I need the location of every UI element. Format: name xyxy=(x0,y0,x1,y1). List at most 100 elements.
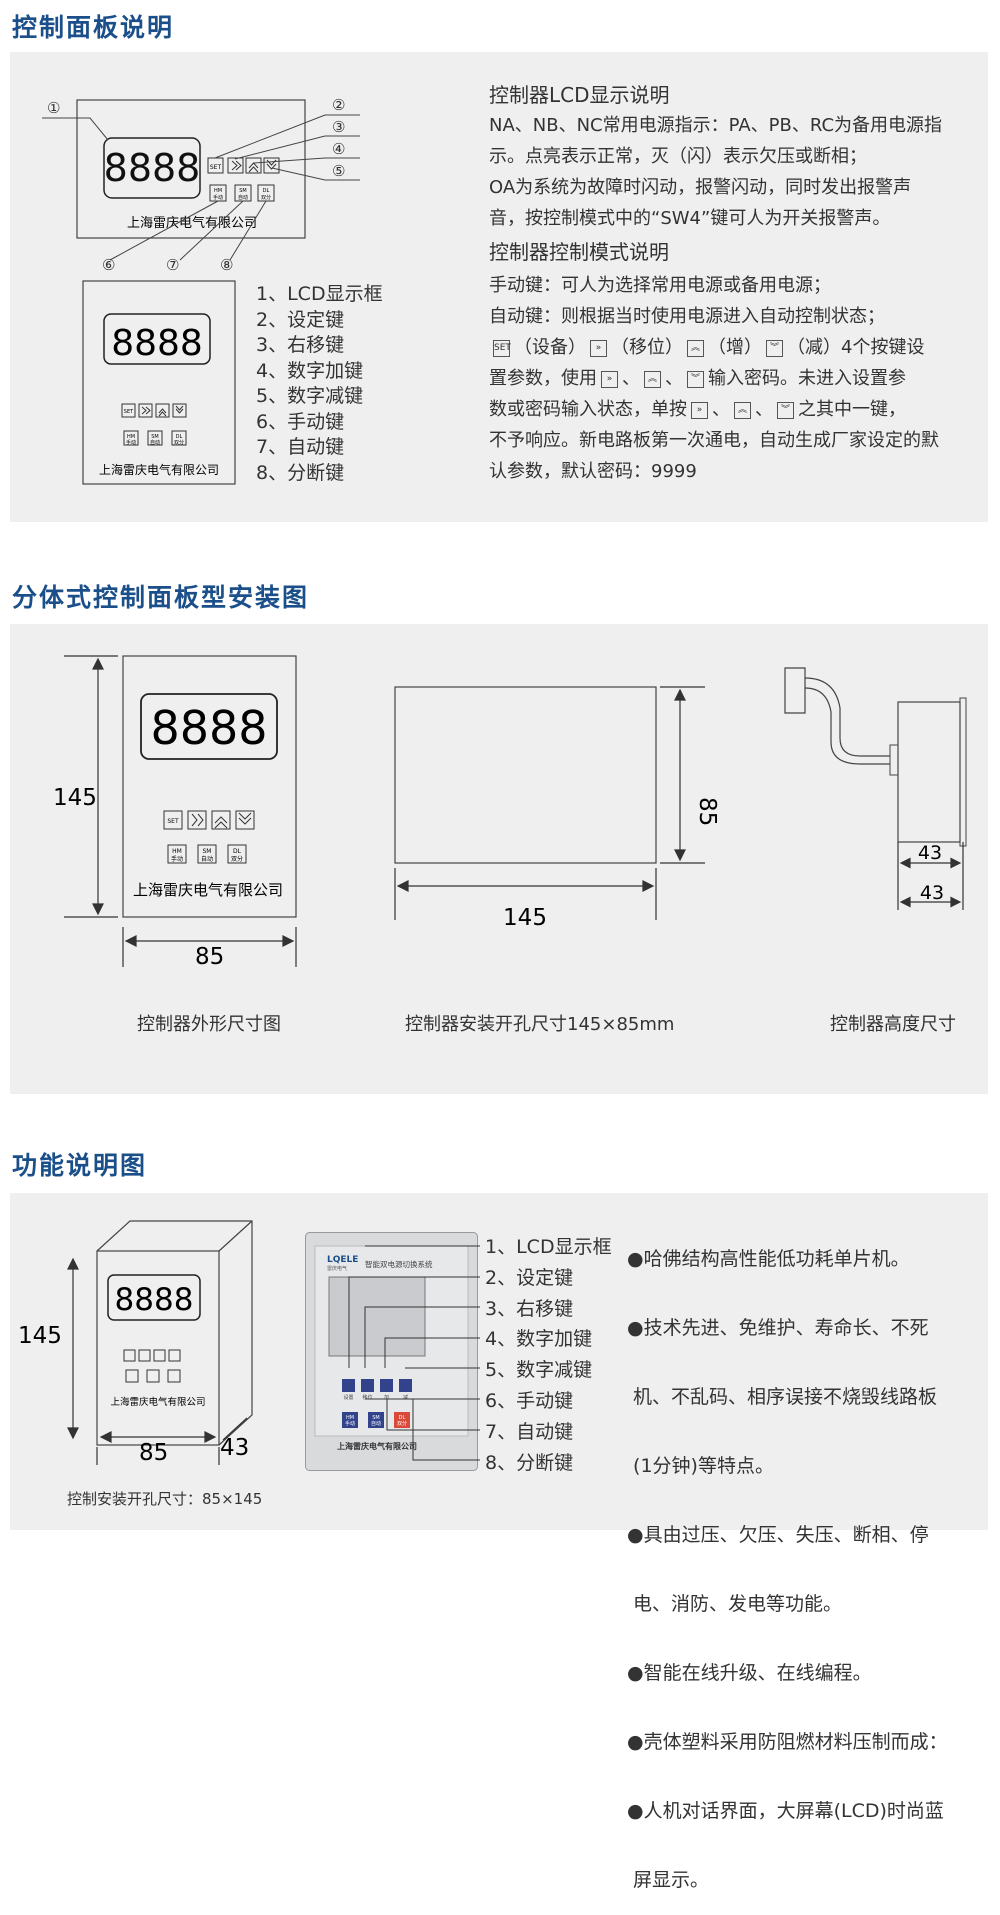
callout-7: ⑦ xyxy=(166,256,179,274)
panel-description-box xyxy=(10,52,988,522)
legend-item: 2、设定键 xyxy=(485,1266,574,1289)
caption-outline: 控制器外形尺寸图 xyxy=(137,1014,281,1035)
mode-text: 、 xyxy=(755,399,773,420)
box-3d-drawing: 8888 上海雷庆电气有限公司 145 85 43 xyxy=(18,1220,253,1465)
front-dl-label: DL xyxy=(176,434,183,440)
down-key-icon: ︾ xyxy=(766,339,783,357)
right-key-icon: » xyxy=(691,401,708,419)
box-front xyxy=(96,1250,220,1446)
mode-text: 输入密码。未进入设置参 xyxy=(708,368,906,389)
hm-key-label: HM xyxy=(214,188,222,194)
photo-hm-key xyxy=(342,1412,358,1428)
front-set-label: SET xyxy=(124,409,134,415)
callout-1: ① xyxy=(47,99,60,117)
legend-item: 5、数字减键 xyxy=(485,1359,593,1382)
cutout-rect xyxy=(394,686,657,864)
sm-key-sublabel: 自动 xyxy=(238,194,248,201)
mode-line: 手动键：可人为选择常用电源或备用电源； xyxy=(489,275,831,296)
section-title-function: 功能说明图 xyxy=(12,1151,148,1180)
dl-key-label: DL xyxy=(263,188,270,194)
photo-key-label: 移位 xyxy=(362,1394,372,1401)
box-dim-85: 85 xyxy=(139,1440,168,1465)
box-lcd-frame xyxy=(107,1274,201,1321)
photo-dl-label: DL xyxy=(399,1415,406,1421)
box-company-name: 上海雷庆电气有限公司 xyxy=(110,1396,205,1408)
mode-text: 、 xyxy=(665,368,683,389)
callout-2: ② xyxy=(332,96,345,114)
outline-panel xyxy=(122,655,297,918)
mode-text: （设备） xyxy=(514,337,586,358)
outline-set-label: SET xyxy=(167,818,179,825)
legend-item: 6、手动键 xyxy=(256,410,345,433)
legend-item: 4、数字加键 xyxy=(256,359,364,382)
panel-callout-diagram: 8888 SET HM 手动 SM 自动 DL 双分 上海雷庆电气有限公司 ① … xyxy=(42,96,360,274)
front-keys-row2 xyxy=(123,430,187,446)
panel-outline xyxy=(76,99,306,239)
lcd-line: OA为系统为故障时闪动，报警闪动，同时发出报警声 xyxy=(489,177,912,198)
legend-item: 1、LCD显示框 xyxy=(256,283,383,305)
photo-hm-label: HM xyxy=(346,1415,354,1421)
mode-text: （增） xyxy=(708,337,762,358)
box-keys xyxy=(123,1349,181,1383)
photo-key-label: 设置 xyxy=(343,1394,353,1401)
box-dim-43: 43 xyxy=(220,1435,249,1461)
photo-key-label: 减 xyxy=(403,1394,408,1401)
box-lcd-digits: 8888 xyxy=(115,1282,194,1318)
front-hm-sublabel: 手动 xyxy=(126,439,136,446)
right-key xyxy=(227,157,244,174)
panel-front-outline xyxy=(82,280,236,485)
mode-line: 自动键：则根据当时使用电源进入自动控制状态； xyxy=(489,306,885,327)
front-dl-sublabel: 双分 xyxy=(174,439,184,446)
photo-leader-lines xyxy=(348,1245,480,1461)
photo-key-label: 加 xyxy=(384,1394,389,1401)
photo-brand: LQELE xyxy=(327,1255,358,1265)
section-title-panel: 控制面板说明 xyxy=(12,13,175,42)
mode-title: 控制器控制模式说明 xyxy=(489,240,669,264)
callout-numbers: ① ② ③ ④ ⑤ ⑥ ⑦ ⑧ xyxy=(47,96,345,274)
outline-dim-85: 85 xyxy=(195,944,224,970)
legend-item: 8、分断键 xyxy=(256,461,345,484)
photo-brand-sub: 雷庆电气 xyxy=(327,1265,347,1272)
outline-company-name: 上海雷庆电气有限公司 xyxy=(133,881,283,899)
right-key-icon: » xyxy=(601,370,618,388)
legend-item: 3、右移键 xyxy=(485,1297,574,1320)
caption-cutout: 控制器安装开孔尺寸145×85mm xyxy=(405,1014,675,1035)
connector xyxy=(784,667,806,714)
box-caption: 控制安装开孔尺寸：85×145 xyxy=(67,1490,263,1508)
mode-text: （减）4个按键设 xyxy=(787,337,925,358)
lcd-frame xyxy=(103,137,201,199)
outline-dimension-drawing: 8888 SET HM 手动 SM 自动 DL 双分 上海雷庆电气有限公司 14… xyxy=(53,655,297,970)
up-key-icon: ︽ xyxy=(687,339,704,357)
legend-item: 7、自动键 xyxy=(256,436,345,458)
photo-sm-label: SM xyxy=(372,1415,380,1421)
cutout-dim-85: 85 xyxy=(694,797,720,826)
callout-6: ⑥ xyxy=(102,256,115,274)
outline-dl-sublabel: 双分 xyxy=(231,855,243,863)
feature-bullet: ●人机对话界面，大屏幕(LCD)时尚蓝 xyxy=(627,1800,944,1822)
section-title-install: 分体式控制面板型安装图 xyxy=(12,583,310,612)
feature-bullet: ●具由过压、欠压、失压、断相、停 xyxy=(627,1524,929,1546)
photo-sm-sublabel: 自动 xyxy=(371,1420,381,1427)
front-sm-sublabel: 自动 xyxy=(150,439,160,446)
legend-item: 7、自动键 xyxy=(485,1420,574,1443)
lcd-digits: 8888 xyxy=(104,146,201,190)
down-key-icon: ︾ xyxy=(777,401,794,419)
product-photo: LQELE 雷庆电气 智能双电源切换系统 设置 移位 加 减 HM 手动 SM … xyxy=(305,1232,478,1471)
caption-height: 控制器高度尺寸 xyxy=(830,1014,956,1035)
cable xyxy=(804,687,890,765)
function-legend-list: 1、LCD显示框 2、设定键 3、右移键 4、数字加键 5、数字减键 6、手动键… xyxy=(485,1232,612,1478)
front-company-name: 上海雷庆电气有限公司 xyxy=(99,462,219,477)
front-lcd-frame xyxy=(103,313,211,365)
callout-8: ⑧ xyxy=(220,256,233,274)
outline-keys xyxy=(163,810,255,864)
feature-bullet: ●哈佛结构高性能低功耗单片机。 xyxy=(627,1248,910,1270)
mode-text: 数或密码输入状态，单按 xyxy=(489,399,687,420)
sm-key-label: SM xyxy=(239,188,247,194)
down-key-icon: ︾ xyxy=(687,370,704,388)
up-arrow-icon xyxy=(248,162,259,173)
photo-keys-row1 xyxy=(342,1379,412,1392)
photo-footer: 上海雷庆电气有限公司 xyxy=(337,1441,417,1451)
lcd-title: 控制器LCD显示说明 xyxy=(489,83,670,107)
key-legend-list: 1、LCD显示框 2、设定键 3、右移键 4、数字加键 5、数字减键 6、手动键… xyxy=(256,282,383,486)
front-keys-row1 xyxy=(121,403,187,418)
